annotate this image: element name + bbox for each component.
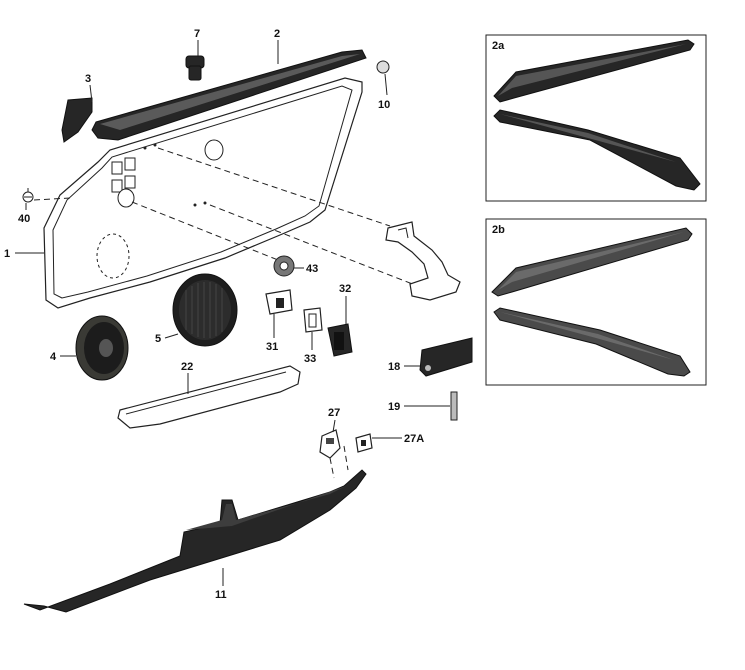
- grommet-part-7: [185, 55, 205, 81]
- callout-1: 1: [4, 248, 10, 260]
- speaker-part-4: [75, 315, 129, 381]
- callout-3: 3: [85, 73, 91, 85]
- callout-43: 43: [306, 263, 318, 275]
- callout-22: 22: [181, 361, 193, 373]
- inset-panel-2a: 2a: [485, 34, 707, 202]
- callout-labels: 7 2 3 10 40 1 43 32 5 31 4 33 22 18 19 2…: [4, 28, 424, 601]
- callout-18: 18: [388, 361, 400, 373]
- inset-panel-2b: 2b: [485, 218, 707, 386]
- small-trim-part-3: [61, 97, 93, 143]
- ring-part-43: [273, 255, 295, 277]
- switch-housing-part-31: [265, 289, 293, 315]
- callout-40: 40: [18, 213, 30, 225]
- window-switch-part-32: [327, 323, 353, 357]
- switch-bezel-part-33: [303, 307, 323, 333]
- inset-label-2b: 2b: [492, 224, 505, 236]
- clip-part-40: [22, 188, 34, 203]
- armrest-cover-part-22: [117, 365, 301, 429]
- callout-27a: 27A: [404, 433, 424, 445]
- latch-part-27: [319, 429, 349, 479]
- leader-lines: [15, 40, 450, 586]
- bolt-part-19: [450, 391, 458, 421]
- callout-10: 10: [378, 99, 390, 111]
- inset-label-2a: 2a: [492, 40, 505, 52]
- speaker-grille-part-5: [172, 273, 238, 347]
- callout-27: 27: [328, 407, 340, 419]
- callout-32: 32: [339, 283, 351, 295]
- armrest-bracket: [385, 221, 461, 301]
- clip-part-27a: [355, 433, 373, 453]
- callout-31: 31: [266, 341, 278, 353]
- door-panel-part-1: [43, 77, 363, 309]
- clip-part-10: [376, 60, 390, 74]
- top-trim-strip-part-2: [91, 49, 367, 141]
- small-cover-part-18: [419, 337, 473, 377]
- callout-33: 33: [304, 353, 316, 365]
- callout-19: 19: [388, 401, 400, 413]
- callout-2: 2: [274, 28, 280, 40]
- callout-11: 11: [215, 589, 227, 601]
- door-pull-part-11: [23, 469, 367, 613]
- assembly-dashed-lines: [33, 147, 416, 286]
- callout-4: 4: [50, 351, 57, 363]
- callout-7: 7: [194, 28, 200, 40]
- callout-5: 5: [155, 333, 161, 345]
